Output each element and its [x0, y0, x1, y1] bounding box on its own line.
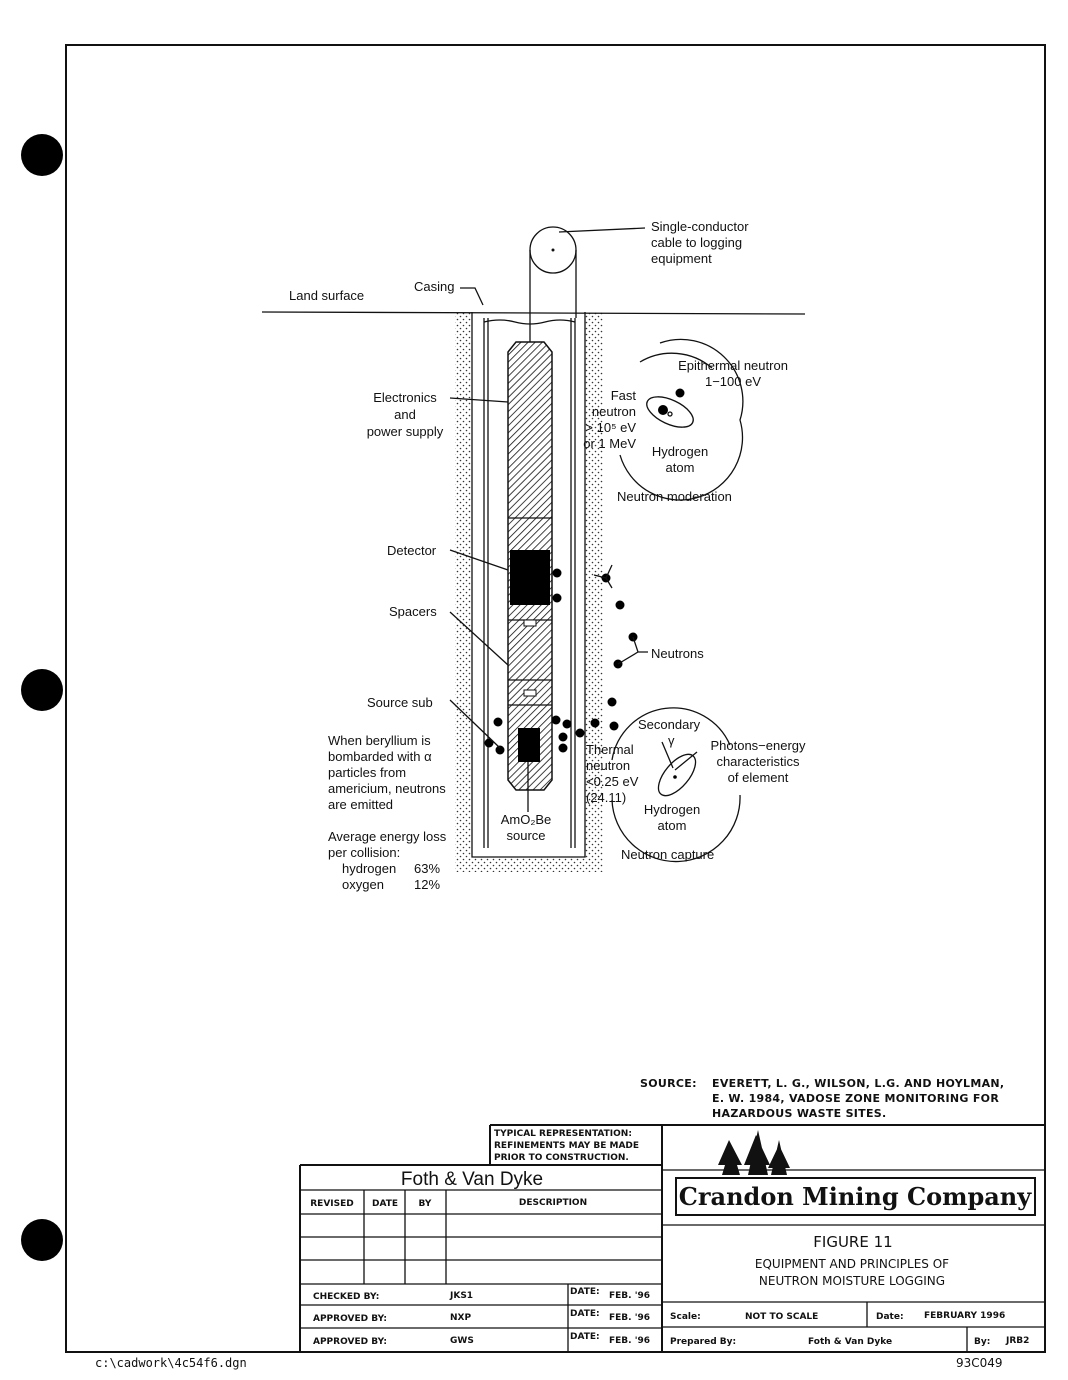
- signoff-row: APPROVED BY: GWS DATE: FEB. '96: [313, 1332, 650, 1347]
- land-surface-line: [261, 311, 806, 315]
- drawing-number: 93C049: [956, 1356, 1003, 1370]
- gamma-label: γ: [668, 733, 675, 748]
- oxygen-loss-value: 12%: [414, 877, 440, 892]
- svg-text:FEB. '96: FEB. '96: [609, 1336, 650, 1346]
- svg-text:DATE:: DATE:: [570, 1287, 600, 1297]
- punch-hole: [21, 669, 63, 711]
- capture-title: Neutron capture: [621, 847, 714, 862]
- hydrogen-atom-moderation: [646, 396, 694, 428]
- source: [518, 728, 540, 762]
- signoff-row: CHECKED BY: JKS1 DATE: FEB. '96: [313, 1287, 650, 1302]
- svg-text:APPROVED BY:: APPROVED BY:: [313, 1314, 387, 1324]
- source-citation: EVERETT, L. G., WILSON, L.G. AND HOYLMAN…: [712, 1077, 1004, 1120]
- by-value: JRB2: [1005, 1336, 1029, 1346]
- disclaimer: TYPICAL REPRESENTATION:REFINEMENTS MAY B…: [494, 1129, 639, 1163]
- by-label: By:: [974, 1337, 990, 1347]
- svg-text:APPROVED BY:: APPROVED BY:: [313, 1337, 387, 1347]
- svg-text:DATE:: DATE:: [570, 1309, 600, 1319]
- file-path: c:\cadwork\4c54f6.dgn: [95, 1356, 247, 1370]
- hydrogen-atom-capture: [657, 753, 697, 797]
- oxygen-loss-name: oxygen: [342, 877, 384, 892]
- source-sub-label: Source sub: [367, 695, 433, 710]
- moderation-title: Neutron moderation: [617, 489, 732, 504]
- hydrogen-loss-name: hydrogen: [342, 861, 396, 876]
- svg-text:DATE:: DATE:: [570, 1332, 600, 1342]
- date-value: FEBRUARY 1996: [924, 1311, 1005, 1321]
- detector: [510, 550, 550, 605]
- company-name: Crandon Mining Company: [679, 1182, 1032, 1211]
- header-by: BY: [419, 1199, 432, 1209]
- scale-value: NOT TO SCALE: [745, 1312, 818, 1322]
- punch-hole: [21, 1219, 63, 1261]
- svg-text:FEB. '96: FEB. '96: [609, 1313, 650, 1323]
- neutrons-label: Neutrons: [651, 646, 704, 661]
- sheet-border: [65, 44, 1046, 1353]
- punch-hole: [21, 134, 63, 176]
- header-revised: REVISED: [310, 1199, 354, 1209]
- firm-name: Foth & Van Dyke: [401, 1169, 543, 1190]
- neutron-dots: [484, 388, 685, 755]
- spacers-label: Spacers: [389, 604, 437, 619]
- header-date: DATE: [372, 1199, 398, 1209]
- svg-text:GWS: GWS: [450, 1336, 474, 1346]
- svg-text:JKS1: JKS1: [449, 1291, 473, 1301]
- svg-text:NXP: NXP: [450, 1313, 471, 1323]
- svg-text:FEB. '96: FEB. '96: [609, 1291, 650, 1301]
- signoff-row: APPROVED BY: NXP DATE: FEB. '96: [313, 1309, 650, 1324]
- title-block: [299, 1124, 1045, 1352]
- detector-label: Detector: [387, 543, 437, 558]
- prepared-value: Foth & Van Dyke: [808, 1337, 892, 1347]
- casing-label: Casing: [414, 279, 454, 294]
- scale-label: Scale:: [670, 1312, 701, 1322]
- company-logo-trees: [718, 1130, 790, 1175]
- svg-text:CHECKED BY:: CHECKED BY:: [313, 1292, 379, 1302]
- logging-probe: [507, 341, 553, 812]
- secondary-label: Secondary: [638, 717, 701, 732]
- date-label: Date:: [876, 1312, 904, 1322]
- header-description: DESCRIPTION: [519, 1198, 587, 1208]
- source-citation-label: SOURCE:: [640, 1077, 697, 1090]
- prepared-label: Prepared By:: [670, 1337, 736, 1347]
- hydrogen-loss-value: 63%: [414, 861, 440, 876]
- figure-number: FIGURE 11: [813, 1233, 892, 1251]
- land-surface-label: Land surface: [289, 288, 364, 303]
